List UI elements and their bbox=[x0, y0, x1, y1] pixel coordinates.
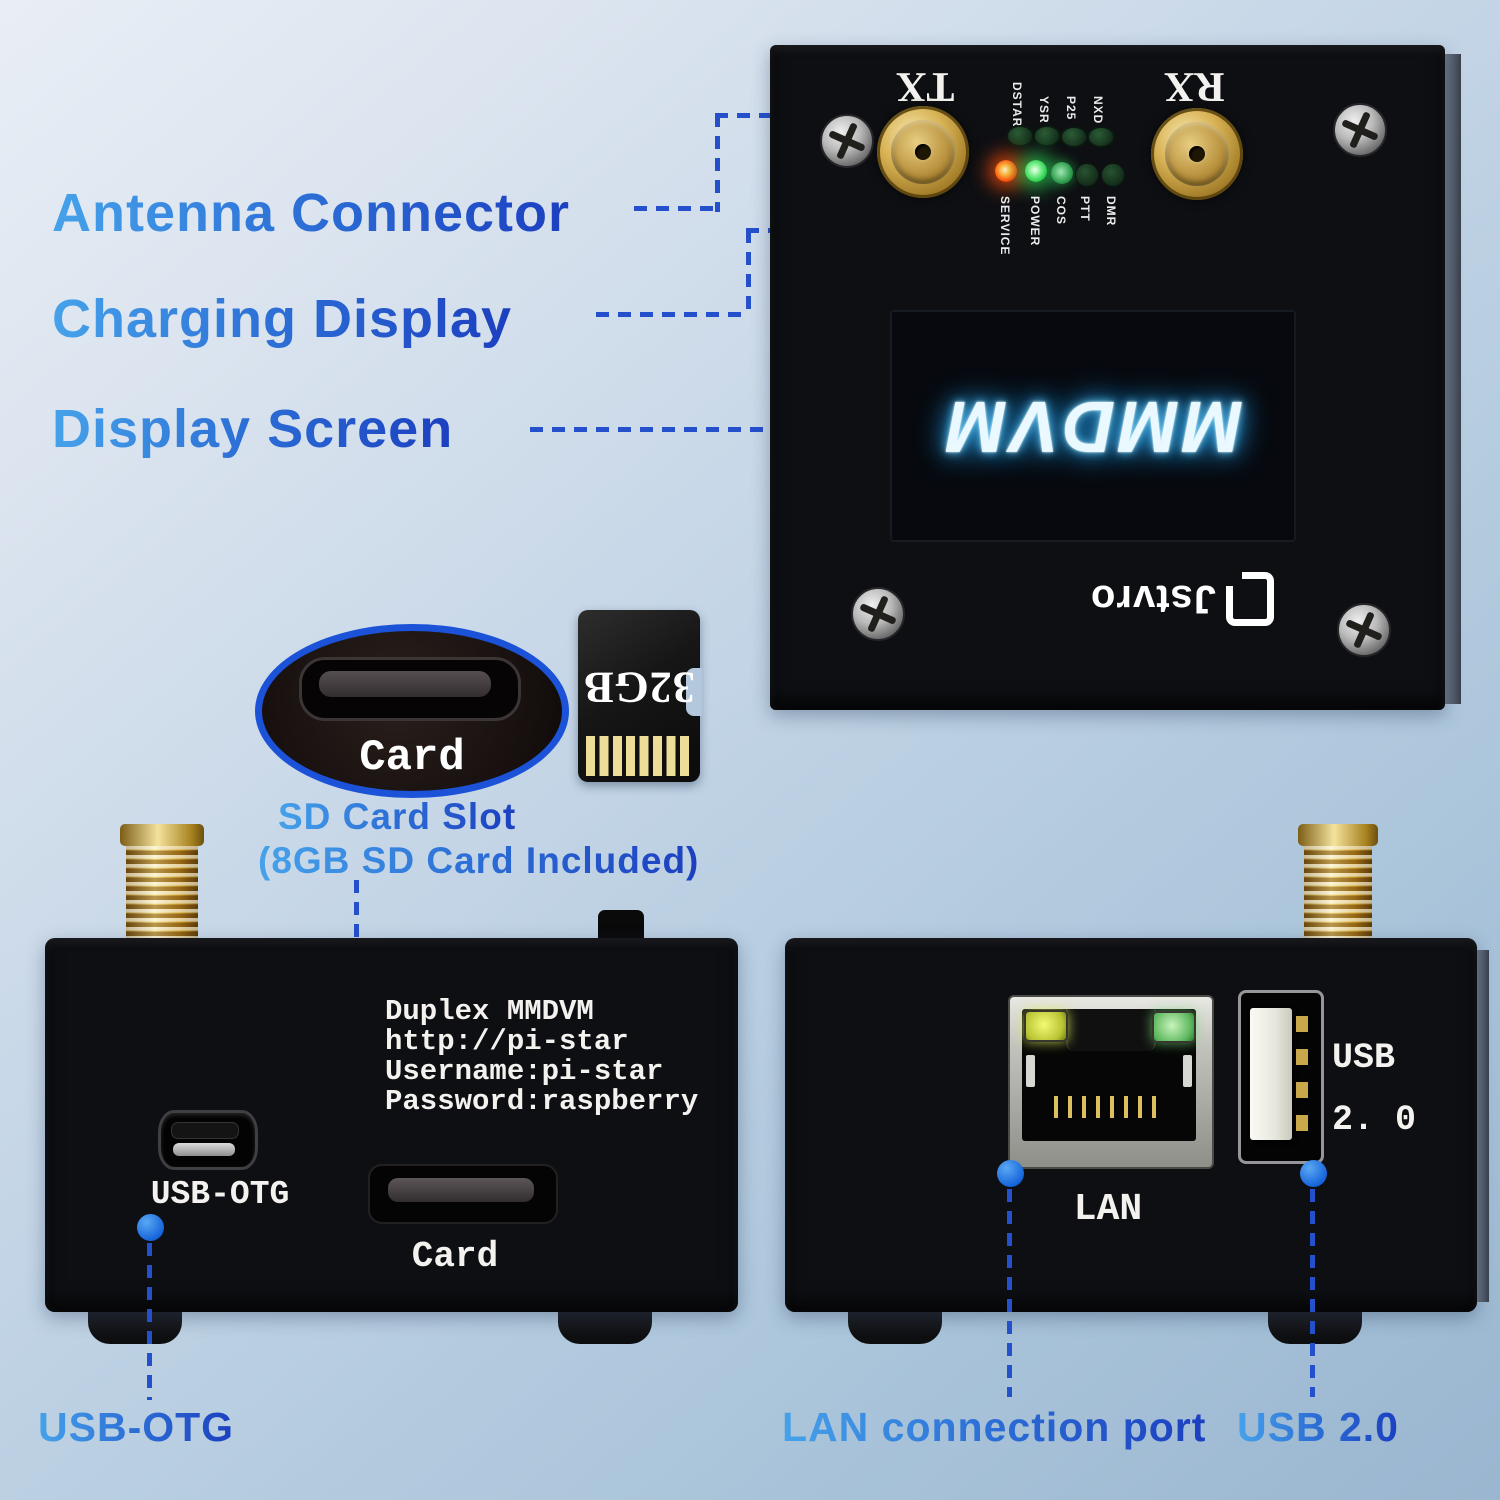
device-info-line: Username:pi-star bbox=[385, 1055, 664, 1088]
led-label-service: SERVICE bbox=[998, 196, 1012, 256]
device-info-line: Password:raspberry bbox=[385, 1085, 699, 1118]
callout-line-antenna-v bbox=[715, 114, 720, 212]
nxd-led-icon bbox=[1087, 126, 1115, 148]
led-label-ysr: YSR bbox=[1037, 96, 1051, 124]
usb-2-port-tongue bbox=[1250, 1008, 1292, 1140]
ysr-led-icon bbox=[1033, 125, 1061, 147]
usb-otg-port bbox=[158, 1110, 258, 1170]
led-label-cos: COS bbox=[1054, 196, 1068, 226]
led-label-dstar: DSTAR bbox=[1010, 82, 1024, 128]
usb-2-print-line1: USB bbox=[1332, 1038, 1396, 1078]
led-label-ptt: PTT bbox=[1078, 196, 1092, 222]
device-info-line: Duplex MMDVM bbox=[385, 995, 594, 1028]
label-charging-display: Charging Display bbox=[52, 289, 513, 349]
lan-activity-led-icon bbox=[1024, 1010, 1068, 1042]
usb-otg-print: USB-OTG bbox=[150, 1176, 290, 1213]
usb-2-print-line2: 2. 0 bbox=[1332, 1100, 1417, 1140]
lan-print: LAN bbox=[1073, 1188, 1143, 1231]
screw-icon bbox=[820, 114, 874, 168]
right-antenna-cap bbox=[1298, 824, 1378, 846]
lan-panel-side-edge bbox=[1477, 950, 1489, 1302]
power-led-icon bbox=[1025, 160, 1047, 182]
microsd-card: 32GB bbox=[578, 610, 702, 782]
screw-icon bbox=[1333, 103, 1387, 157]
brand-logo-icon bbox=[1226, 572, 1275, 626]
callout-line-lan-v bbox=[1007, 1189, 1012, 1397]
callout-dot-usb2 bbox=[1300, 1160, 1327, 1187]
device-info-line: http://pi-star bbox=[385, 1025, 629, 1058]
dstar-led-icon bbox=[1006, 125, 1034, 147]
label-usb-otg: USB-OTG bbox=[38, 1404, 235, 1450]
callout-line-screen-h bbox=[530, 427, 884, 432]
tx-port-label: TX bbox=[896, 63, 955, 109]
mmdvm-screen-logo: MMDVM bbox=[943, 386, 1243, 466]
sd-slot-magnifier: Card bbox=[255, 624, 569, 798]
dmr-led-icon bbox=[1101, 163, 1125, 187]
microsd-capacity: 32GB bbox=[583, 663, 695, 712]
callout-line-charging-v bbox=[746, 230, 751, 316]
led-label-power: POWER bbox=[1028, 196, 1042, 247]
label-antenna-connector: Antenna Connector bbox=[52, 183, 571, 243]
callout-dot-usbotg bbox=[137, 1214, 164, 1241]
left-antenna-cap bbox=[120, 824, 204, 846]
rx-antenna-connector bbox=[1151, 108, 1243, 200]
sd-card-edge bbox=[319, 671, 491, 697]
callout-line-antenna-h1 bbox=[634, 206, 720, 211]
label-lan-connection-port: LAN connection port bbox=[782, 1404, 1207, 1450]
tx-antenna-connector bbox=[877, 106, 969, 198]
led-label-dmr: DMR bbox=[1104, 196, 1118, 227]
ptt-led-icon bbox=[1075, 163, 1099, 187]
microsd-pins-icon bbox=[586, 736, 692, 776]
usb-2-port-contacts-icon bbox=[1296, 1016, 1308, 1134]
service-led-icon bbox=[995, 160, 1017, 182]
screw-icon bbox=[1337, 603, 1391, 657]
right-antenna-connector bbox=[1304, 846, 1372, 942]
callout-line-usb2-v bbox=[1310, 1189, 1315, 1397]
p25-led-icon bbox=[1060, 126, 1088, 148]
label-sd-card-included: (8GB SD Card Included) bbox=[258, 840, 700, 881]
card-slot-print: Card bbox=[411, 1236, 499, 1277]
audio-jack-nub bbox=[598, 910, 644, 942]
sd-card-inserted-edge bbox=[388, 1178, 534, 1202]
lan-port-pins-icon bbox=[1054, 1096, 1164, 1118]
left-antenna-connector bbox=[126, 846, 198, 942]
sd-slot-print: Card bbox=[359, 733, 465, 783]
display-screen: MMDVM bbox=[890, 310, 1296, 542]
led-label-nxd: NXD bbox=[1091, 96, 1105, 125]
microsd-notch bbox=[686, 668, 702, 716]
rx-port-label: RX bbox=[1164, 63, 1225, 109]
led-label-p25: P25 bbox=[1064, 96, 1078, 121]
cos-led-icon bbox=[1051, 162, 1073, 184]
lan-port-tab bbox=[1066, 1009, 1156, 1051]
brand-logo: Jstvro bbox=[1088, 570, 1276, 628]
label-sd-card-slot: SD Card Slot bbox=[278, 796, 517, 837]
callout-line-charging-h1 bbox=[596, 312, 750, 317]
brand-logo-text: Jstvro bbox=[1089, 577, 1217, 622]
lan-link-led-icon bbox=[1152, 1011, 1196, 1043]
callout-line-usbotg-v bbox=[147, 1243, 152, 1400]
label-display-screen: Display Screen bbox=[52, 399, 454, 459]
label-usb-20: USB 2.0 bbox=[1237, 1404, 1399, 1450]
screw-icon bbox=[851, 587, 905, 641]
callout-dot-lan bbox=[997, 1160, 1024, 1187]
front-panel-side-edge bbox=[1445, 54, 1461, 704]
